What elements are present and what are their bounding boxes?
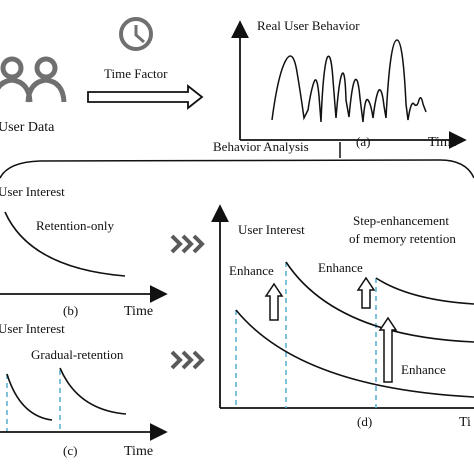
real-user-behavior-title: Real User Behavior (257, 18, 360, 33)
panel-d-caption: (d) (357, 414, 372, 429)
triple-chevron-icon-bottom (170, 350, 205, 370)
panel-c-time-label: Time (124, 444, 153, 459)
enhance-label-3: Enhance (401, 362, 446, 377)
panel-d-base-curve (235, 309, 474, 398)
panel-d-time-label: Ti (459, 415, 471, 430)
panel-a-caption: (a) (356, 134, 370, 149)
behavior-analysis-label: Behavior Analysis (213, 139, 309, 154)
enhance-label-2: Enhance (318, 260, 363, 275)
right-arrow-icon (87, 84, 204, 110)
step-enhancement-line2: of memory retention (349, 231, 456, 246)
panel-b-y-label: User Interest (0, 184, 65, 199)
triple-chevron-icon-top (170, 234, 205, 254)
two-user-icon (0, 56, 67, 103)
panel-d-enhanced-curve-1 (285, 261, 474, 343)
retention-only-label: Retention-only (36, 218, 114, 233)
up-arrow-icon-1 (264, 282, 284, 321)
panel-c-y-label: User Interest (0, 321, 65, 336)
analysis-bracket (0, 159, 474, 179)
step-enhancement-line1: Step-enhancement (353, 213, 449, 228)
up-arrow-icon-3 (378, 316, 398, 383)
enhance-label-1: Enhance (229, 263, 274, 278)
time-factor-label: Time Factor (104, 66, 168, 81)
panel-b-decay-curve (4, 211, 126, 277)
user-data-label: User Data (0, 120, 55, 135)
panel-b-caption: (b) (63, 303, 78, 318)
panel-c-curve-2 (59, 367, 127, 415)
panel-d-y-label: User Interest (238, 222, 305, 237)
gradual-retention-label: Gradual-retention (31, 347, 124, 362)
up-arrow-icon-2 (356, 276, 376, 309)
panel-b-time-label: Time (124, 304, 153, 319)
panel-c-curve-1 (6, 373, 53, 421)
panel-d-enhanced-curve-2 (375, 277, 474, 305)
panel-a-time-label: Time (428, 135, 457, 150)
behavior-signal-line (271, 39, 427, 123)
clock-icon (119, 17, 153, 51)
panel-c-caption: (c) (63, 443, 77, 458)
